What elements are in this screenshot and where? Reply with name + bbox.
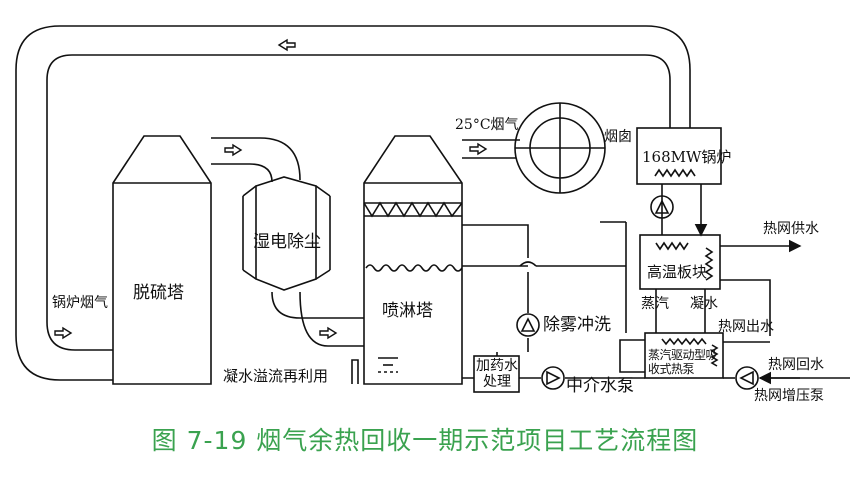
- pump-demist: [516, 313, 540, 337]
- pump-boiler-loop: [650, 195, 674, 219]
- dosing-box: [473, 355, 520, 393]
- spray-packing-zigzag: [363, 201, 463, 218]
- arrow-outline-icon: [54, 326, 73, 340]
- arrow-outline-icon: [277, 38, 296, 52]
- plate-hx-box: [639, 234, 721, 290]
- heat-pump-box: [644, 332, 724, 379]
- label-steam: 蒸汽: [641, 296, 669, 312]
- label-dosing-treatment: 加药水处理: [476, 358, 518, 390]
- label-high-temp-plate: 高温板块: [647, 263, 708, 281]
- boiler-coil: [654, 168, 696, 178]
- duct-to-wet-esp: [211, 137, 301, 181]
- label-heat-network-outlet: 热网出水: [718, 319, 774, 335]
- label-desulfurization-tower: 脱硫塔: [133, 283, 184, 303]
- pump-medium-water: [541, 366, 565, 390]
- pump-heat-network: [735, 366, 759, 390]
- label-heat-network-booster-pump: 热网增压泵: [754, 388, 824, 404]
- recirculation-duct-inner: [46, 54, 671, 351]
- desulfurization-tower: [112, 135, 212, 385]
- arrow-outline-icon: [319, 326, 338, 340]
- heat-pump-coil-top: [661, 337, 707, 346]
- overflow-pipe: [351, 359, 359, 384]
- heat-pump-coil-right: [710, 344, 719, 367]
- label-condensate: 凝水: [690, 296, 718, 312]
- label-chimney: 烟囱: [604, 129, 632, 145]
- label-heat-network-supply: 热网供水: [763, 221, 819, 237]
- label-flue-gas-25c: 25°C烟气: [455, 117, 519, 133]
- spray-wave: [365, 264, 463, 272]
- figure-caption: 图 7-19 烟气余热回收一期示范项目工艺流程图: [151, 426, 699, 455]
- label-condensate-overflow-reuse: 凝水溢流再利用: [223, 367, 329, 385]
- label-boiler-flue-gas: 锅炉烟气: [52, 295, 108, 311]
- label-heat-network-return: 热网回水: [768, 357, 824, 373]
- plate-hx-coil-right: [704, 247, 714, 281]
- arrow-outline-icon: [224, 143, 243, 157]
- arrow-outline-icon: [469, 142, 488, 156]
- recirculation-duct-outer: [15, 25, 691, 381]
- spray-tower: [363, 135, 463, 385]
- label-spray-tower: 喷淋塔: [382, 301, 433, 321]
- label-demist-flush: 除雾冲洗: [543, 315, 611, 335]
- boiler-box: [636, 127, 722, 185]
- label-heat-pump: 蒸汽驱动型吸收式热泵: [648, 348, 718, 376]
- label-wet-esp: 湿电除尘: [253, 232, 321, 252]
- label-boiler-168mw: 168MW锅炉: [642, 148, 732, 166]
- label-medium-water-pump: 中介水泵: [566, 376, 634, 396]
- plate-hx-coil-top: [655, 241, 689, 251]
- duct-to-spray-tower: [271, 291, 364, 319]
- pipe-hop: [519, 261, 537, 267]
